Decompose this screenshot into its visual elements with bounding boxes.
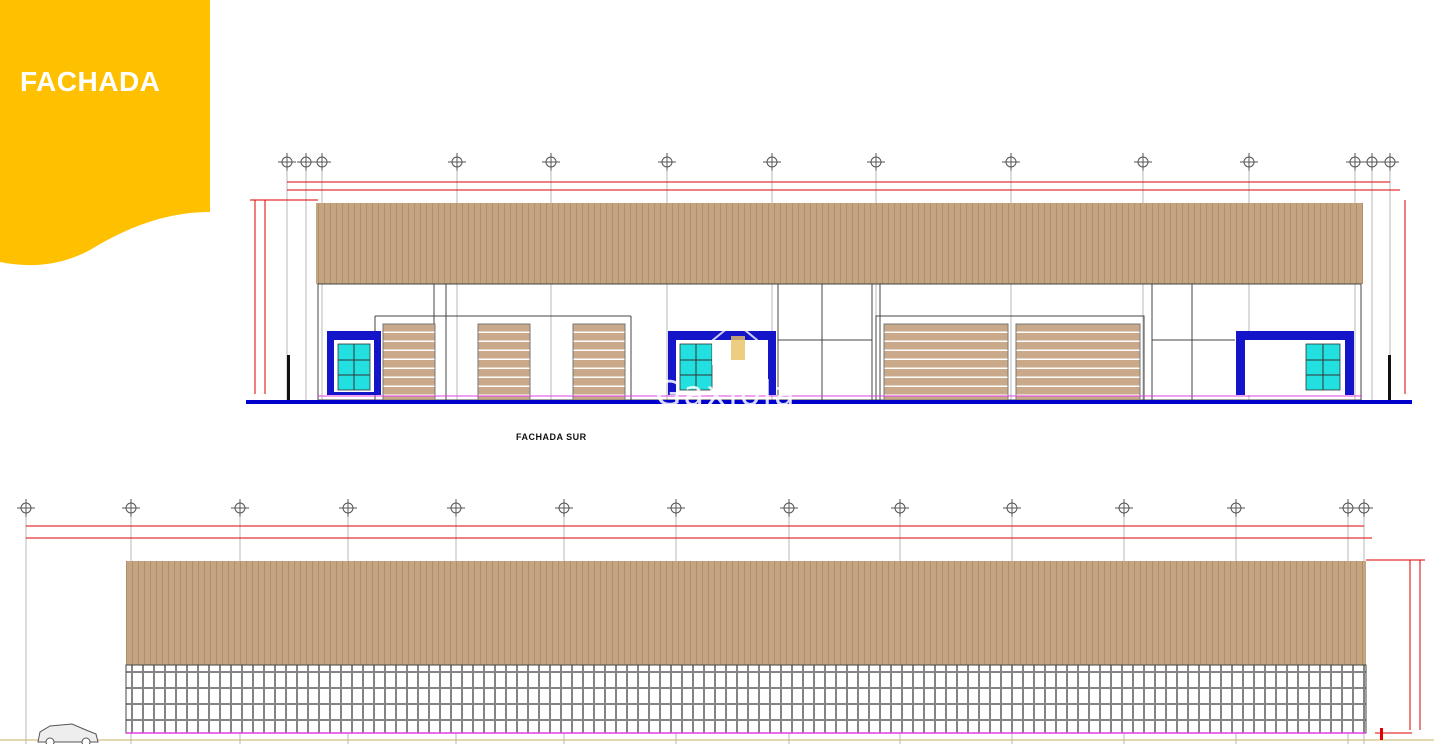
roof-panel-bottom bbox=[126, 561, 1366, 665]
tag-shape bbox=[0, 0, 210, 266]
roof-panel-top bbox=[316, 203, 1363, 284]
axis-markers-bottom bbox=[17, 499, 1373, 517]
house-logo-icon bbox=[712, 320, 758, 365]
ground-line-top bbox=[246, 400, 1412, 404]
side-elevation bbox=[0, 499, 1434, 744]
watermark-text: Gaxiola bbox=[655, 374, 797, 414]
page-title: FACHADA bbox=[20, 66, 161, 97]
rollup-door bbox=[477, 323, 531, 401]
dimension-lines-bottom bbox=[26, 525, 1425, 730]
dimension-lines-top bbox=[250, 181, 1406, 394]
fachada-sur-elevation bbox=[246, 153, 1412, 404]
section-tag: FACHADA bbox=[0, 0, 210, 270]
axis-markers-top bbox=[278, 153, 1399, 171]
rollup-door bbox=[382, 323, 436, 401]
rollup-door bbox=[883, 323, 1009, 401]
rollup-door bbox=[1015, 323, 1141, 401]
drawing-caption: FACHADA SUR bbox=[516, 432, 587, 442]
wall-outlines-top bbox=[317, 283, 1362, 401]
window-left bbox=[327, 331, 381, 395]
glazed-wall-bottom bbox=[125, 664, 1367, 734]
window-right bbox=[1236, 331, 1354, 395]
rollup-door bbox=[572, 323, 626, 401]
car-icon bbox=[37, 723, 99, 744]
